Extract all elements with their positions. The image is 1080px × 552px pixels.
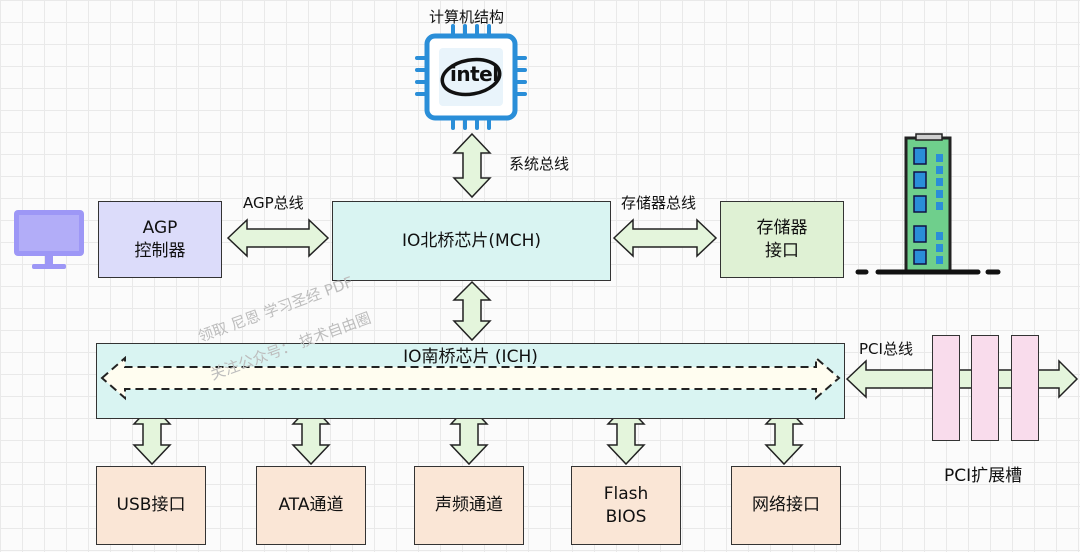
- mch-box: IO北桥芯片(MCH): [332, 201, 611, 281]
- flash-arrow: [606, 403, 646, 466]
- pci-slots-label: PCI扩展槽: [944, 466, 1023, 486]
- system-bus-label: 系统总线: [509, 155, 570, 173]
- memory-bus-label: 存储器总线: [621, 194, 697, 212]
- ata-box: ATA通道: [256, 466, 366, 545]
- pci-bus-label: PCI总线: [859, 340, 913, 358]
- audio-box: 声频通道: [414, 466, 524, 545]
- monitor-icon: [14, 210, 84, 269]
- ram-stick-icon: [855, 133, 1001, 275]
- network-box: 网络接口: [731, 466, 841, 545]
- agp-bus-label: AGP总线: [243, 194, 304, 212]
- ich-internal-bus: [100, 356, 841, 401]
- system-bus-arrow: [452, 132, 492, 199]
- flash-bios-box: Flash BIOS: [571, 466, 681, 545]
- pci-bus-arrow: [845, 359, 1079, 399]
- ata-arrow: [291, 403, 331, 466]
- memory-bus-arrow: [612, 218, 718, 258]
- intel-cpu-icon: [415, 24, 527, 130]
- ich-title: IO南桥芯片 (ICH): [403, 347, 538, 367]
- cpu-title: 计算机结构: [429, 8, 505, 26]
- pci-slot: [1011, 335, 1039, 441]
- pci-slot: [971, 335, 999, 441]
- usb-box: USB接口: [96, 466, 206, 545]
- network-arrow: [764, 403, 804, 466]
- intel-brand-text: intel: [450, 62, 499, 86]
- pci-slot: [932, 335, 960, 441]
- audio-arrow: [449, 403, 489, 466]
- agp-bus-arrow: [226, 218, 330, 258]
- mch-ich-arrow: [452, 280, 492, 342]
- agp-controller-box: AGP 控制器: [98, 201, 222, 278]
- memory-interface-box: 存储器 接口: [720, 201, 844, 278]
- usb-arrow: [132, 403, 172, 466]
